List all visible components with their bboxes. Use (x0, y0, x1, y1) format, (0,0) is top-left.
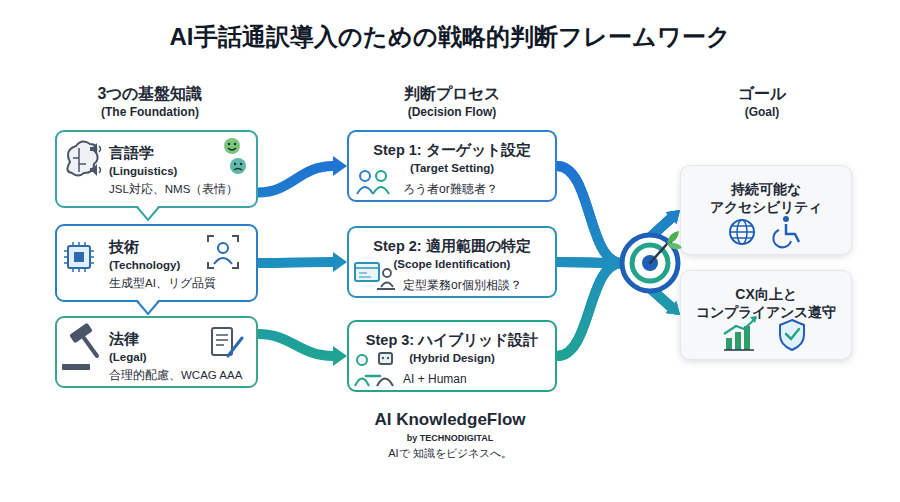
column-heading: 判断プロセス (302, 84, 602, 104)
node-heading: 言語学 (109, 143, 250, 163)
target-icon-part (650, 244, 667, 263)
flow-arrow-line (557, 263, 671, 356)
target-icon-part (667, 231, 679, 244)
goal-card: CX向上と コンプライアンス遵守 (680, 270, 852, 360)
node-body: 合理的配慮、WCAG AAA (109, 367, 250, 383)
flow-arrow (557, 210, 680, 263)
foundation-box: 言語学(Linguistics) JSL対応、NMS（表情） (55, 130, 258, 208)
node-heading: Step 3: ハイブリッド設計 (357, 330, 547, 350)
goal-text: CX向上と コンプライアンス遵守 (691, 285, 841, 321)
node-subtitle: (Scope Identification) (357, 256, 547, 272)
node-heading: Step 2: 適用範囲の特定 (357, 236, 547, 256)
node-heading: Step 1: ターゲット設定 (357, 140, 547, 160)
column-subheading: (Decision Flow) (302, 104, 602, 120)
arrow-head (666, 301, 680, 315)
node-body: ろう者or難聴者？ (357, 180, 547, 198)
node-subtitle: (Target Setting) (357, 160, 547, 176)
flow-arrow (557, 263, 680, 356)
process-box: Step 2: 適用範囲の特定(Scope Identification) 定型業… (347, 226, 557, 298)
flow-arrow-line (557, 166, 671, 307)
process-box: Step 3: ハイブリッド設計(Hybrid Design) AI + Huma… (347, 320, 557, 392)
flow-arrow-line (557, 218, 671, 263)
flow-arrow-line (557, 218, 671, 356)
brand-tagline: AIで 知識をビジネスへ。 (300, 446, 600, 461)
arrow-head (333, 346, 347, 366)
flow-arrow-line (258, 334, 333, 356)
node-body: 生成型AI、リグ品質 (109, 275, 250, 291)
target-icon (622, 231, 682, 291)
node-subtitle: (Hybrid Design) (357, 350, 547, 366)
arrow-head (333, 156, 347, 176)
foundation-box: 法律(Legal) 合理的配慮、WCAG AAA (55, 316, 258, 388)
flow-arrow-line (258, 262, 333, 263)
column-subheading: (Goal) (612, 104, 900, 120)
node-body: 定型業務or個別相談？ (357, 276, 547, 294)
diagram-title: AI手話通訳導入のための戦略的判断フレームワーク (0, 22, 900, 52)
node-subtitle: (Linguistics) (109, 163, 250, 179)
node-subtitle: (Legal) (109, 349, 250, 365)
arrow-head (666, 210, 680, 224)
foundation-box: 技術(Technology) 生成型AI、リグ品質 (55, 224, 258, 302)
node-subtitle: (Technology) (109, 257, 250, 273)
flow-arrow (557, 166, 680, 315)
arrow-head (666, 210, 680, 224)
brand-name: AI KnowledgeFlow (300, 409, 600, 431)
target-icon-part (642, 255, 658, 271)
flow-arrow (557, 262, 680, 315)
node-body: AI + Human (357, 370, 547, 388)
goal-card: 持続可能な アクセシビリティ (680, 165, 852, 255)
column-subheading: (The Foundation) (0, 104, 300, 120)
process-box: Step 1: ターゲット設定(Target Setting) ろう者or難聴者？ (347, 130, 557, 202)
flow-arrow (557, 210, 680, 356)
arrow-head (666, 301, 680, 315)
flow-arrow (557, 166, 680, 263)
flow-arrow (258, 156, 347, 192)
node-heading: 技術 (109, 237, 250, 257)
arrow-head (333, 252, 347, 272)
column-heading: ゴール (612, 84, 900, 104)
flow-arrow (258, 334, 347, 366)
flow-arrow-line (557, 166, 671, 263)
arrow-head (666, 301, 680, 315)
column-heading: 3つの基盤知識 (0, 84, 300, 104)
arrow-head (666, 210, 680, 224)
flow-arrow-line (258, 166, 333, 192)
node-body: JSL対応、NMS（表情） (109, 181, 250, 197)
flow-arrow-line (557, 262, 671, 307)
bubble-pointer-part (137, 301, 159, 314)
flow-arrow (258, 252, 347, 272)
goal-text: 持続可能な アクセシビリティ (691, 180, 841, 216)
target-icon-part (622, 235, 678, 291)
node-heading: 法律 (109, 329, 250, 349)
target-icon-part (632, 245, 668, 281)
bubble-pointer-part (137, 207, 159, 220)
brand-byline: by TECHNODIGITAL (300, 432, 600, 444)
